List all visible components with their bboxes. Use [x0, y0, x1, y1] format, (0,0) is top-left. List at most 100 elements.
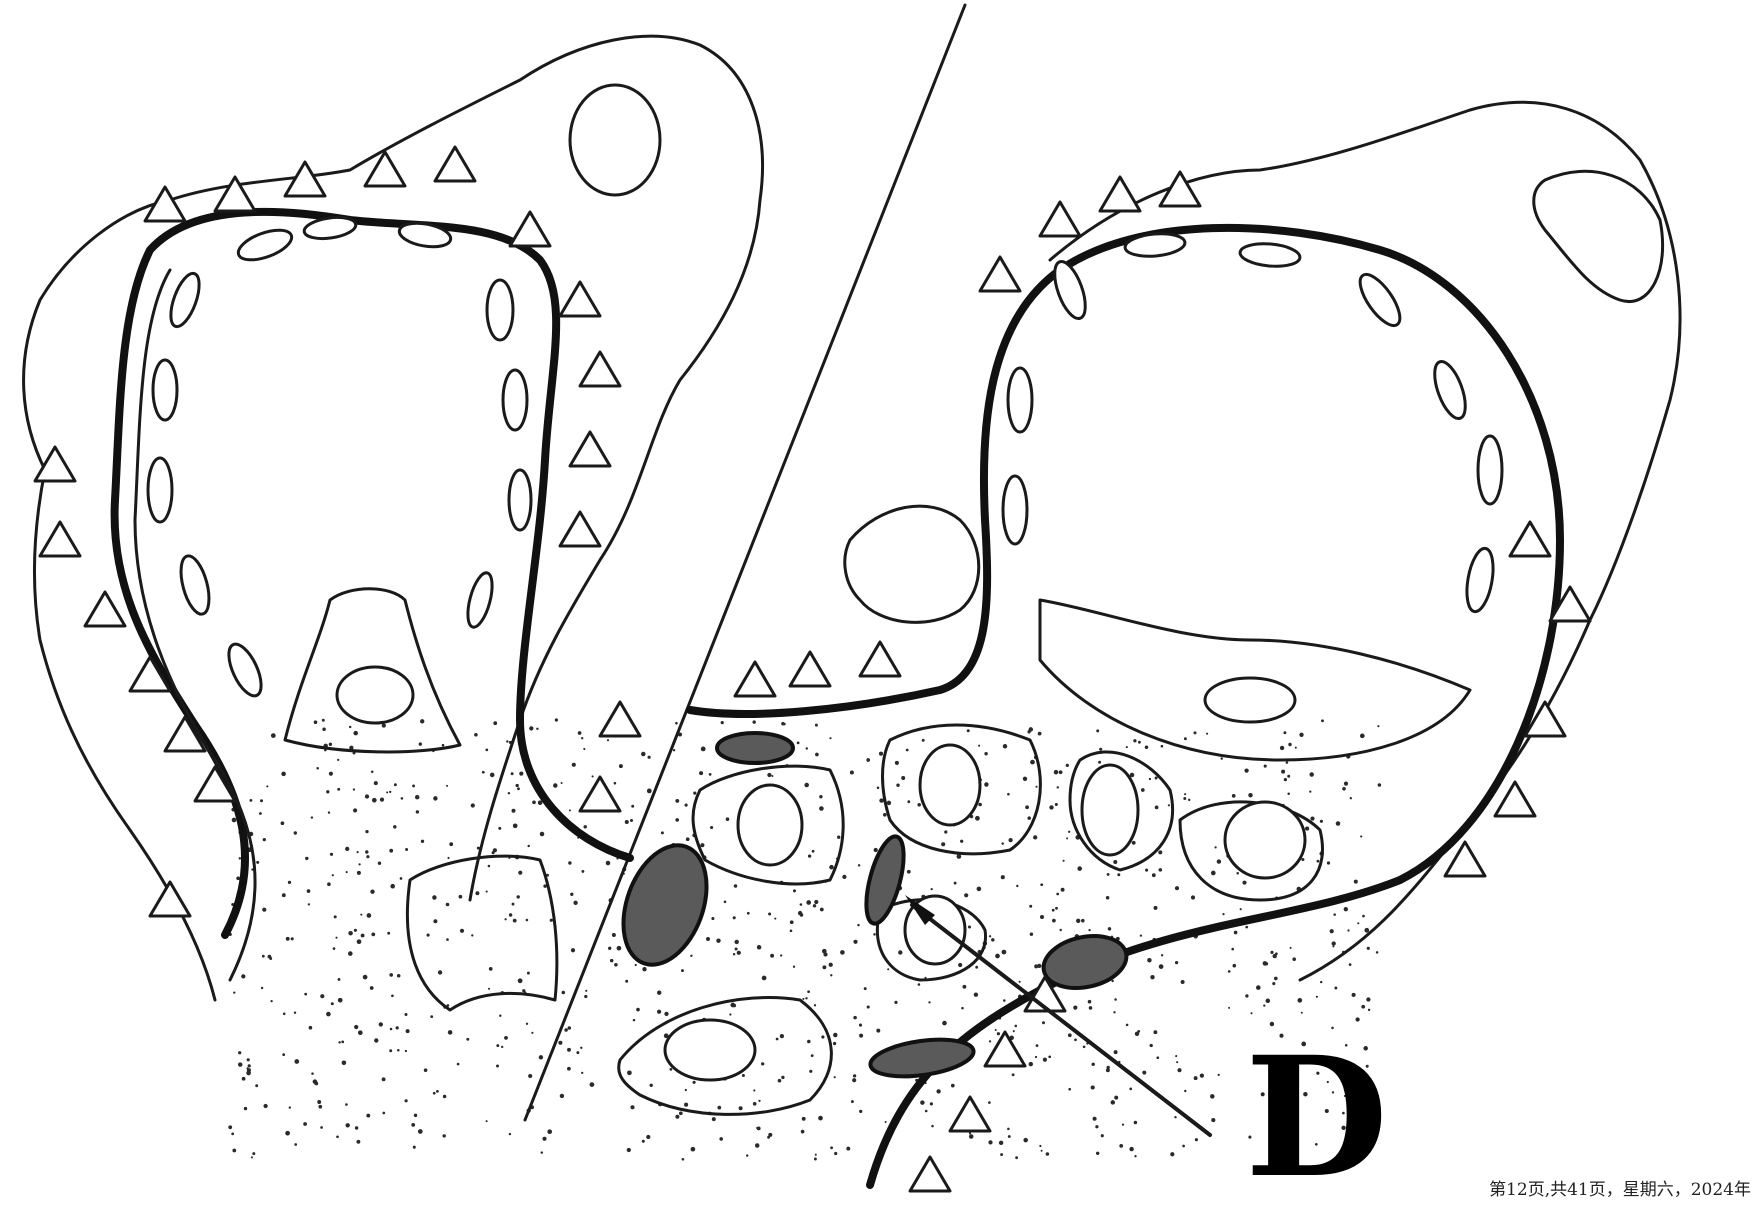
left-vacuole	[570, 85, 660, 195]
stipple-dot	[460, 929, 464, 933]
stipple-dot	[1035, 786, 1037, 788]
stipple-dot	[1288, 743, 1291, 746]
stipple-dot	[354, 1025, 358, 1029]
stipple-dot	[681, 969, 684, 972]
stipple-dot	[793, 966, 795, 968]
stipple-dot	[380, 798, 384, 802]
stipple-dot	[526, 1023, 528, 1025]
stipple-dot	[592, 775, 594, 777]
stipple-dot	[1297, 998, 1302, 1003]
stipple-dot	[917, 803, 921, 807]
stipple-dot	[1177, 1068, 1181, 1072]
stipple-dot	[962, 985, 966, 989]
stipple-dot	[814, 1158, 817, 1161]
stipple-dot	[357, 851, 359, 853]
stipple-dot	[239, 857, 241, 859]
stipple-dot	[1033, 835, 1037, 839]
stipple-dot	[664, 1012, 668, 1016]
stipple-dot	[1170, 1152, 1174, 1156]
stipple-dot	[1231, 948, 1234, 951]
stipple-dot	[414, 1114, 417, 1117]
stipple-dot	[661, 831, 664, 834]
stipple-dot	[1122, 1123, 1124, 1125]
stipple-dot	[859, 1024, 862, 1027]
triangle-cell	[85, 592, 125, 626]
stipple-dot	[701, 747, 706, 752]
stipple-dot	[735, 947, 738, 950]
stipple-dot	[1038, 732, 1042, 736]
stipple-dot	[516, 895, 519, 898]
stipple-dot	[353, 808, 357, 812]
stipple-dot	[283, 1013, 286, 1016]
triangle-cell	[1495, 782, 1535, 816]
endothelial-nucleus	[153, 360, 177, 420]
stipple-dot	[513, 823, 518, 828]
stipple-dot	[396, 1026, 399, 1029]
stipple-dot	[508, 792, 510, 794]
stipple-dot	[762, 976, 767, 981]
stipple-dot	[1270, 951, 1273, 954]
stipple-dot	[1152, 873, 1156, 877]
stipple-dot	[1154, 906, 1158, 910]
stipple-dot	[907, 870, 911, 874]
stipple-dot	[1245, 926, 1248, 929]
stipple-dot	[1301, 1012, 1303, 1014]
stipple-dot	[360, 914, 362, 916]
stipple-dot	[774, 918, 776, 920]
stipple-dot	[511, 772, 514, 775]
stipple-dot	[382, 1112, 385, 1115]
stipple-dot	[1195, 1138, 1198, 1141]
stipple-dot	[474, 733, 478, 737]
stipple-dot	[1076, 919, 1080, 923]
stipple-dot	[291, 937, 294, 940]
stipple-dot	[568, 1026, 572, 1030]
stipple-dot	[334, 915, 337, 918]
stipple-dot	[1061, 888, 1065, 892]
stipple-dot	[527, 845, 529, 847]
stipple-dot	[567, 1048, 571, 1052]
stipple-dot	[1214, 846, 1216, 848]
stipple-dot	[564, 1028, 568, 1032]
stipple-dot	[457, 1063, 460, 1066]
stipple-dot	[394, 783, 397, 786]
stipple-dot	[578, 731, 582, 735]
stipple-dot	[833, 1042, 836, 1045]
stipple-dot	[308, 903, 310, 905]
stipple-dot	[405, 1050, 407, 1052]
stipple-dot	[361, 934, 365, 938]
stipple-dot	[382, 1077, 386, 1081]
stipple-dot	[583, 748, 585, 750]
stipple-dot	[879, 752, 883, 756]
stipple-dot	[311, 816, 313, 818]
stipple-dot	[790, 929, 793, 932]
stipple-dot	[433, 919, 437, 923]
stipple-dot	[397, 1049, 400, 1052]
stipple-dot	[581, 1072, 583, 1074]
stipple-dot	[1036, 1044, 1039, 1047]
stipple-dot	[931, 888, 933, 890]
stipple-dot	[1183, 797, 1186, 800]
endothelial-nucleus	[165, 270, 205, 330]
stipple-dot	[608, 947, 611, 950]
stipple-dot	[830, 1146, 833, 1149]
stipple-dot	[1138, 741, 1141, 744]
stipple-dot	[1149, 778, 1151, 780]
stipple-dot	[401, 797, 404, 800]
stipple-dot	[233, 991, 235, 993]
stipple-dot	[345, 1123, 349, 1127]
stipple-dot	[288, 881, 291, 884]
stipple-dot	[930, 1102, 933, 1105]
stipple-dot	[1019, 981, 1021, 983]
stipple-dot	[1003, 744, 1007, 748]
stipple-dot	[647, 789, 652, 794]
stipple-dot	[709, 773, 712, 776]
stipple-dot	[693, 791, 696, 794]
stipple-dot	[1330, 929, 1334, 933]
stipple-dot	[372, 798, 377, 803]
stipple-dot	[320, 1126, 323, 1129]
stipple-dot	[1361, 1005, 1365, 1009]
stipple-dot	[518, 871, 522, 875]
stipple-dot	[438, 970, 442, 974]
right-alveolar-macrophage	[845, 506, 979, 622]
stipple-dot	[585, 990, 587, 992]
